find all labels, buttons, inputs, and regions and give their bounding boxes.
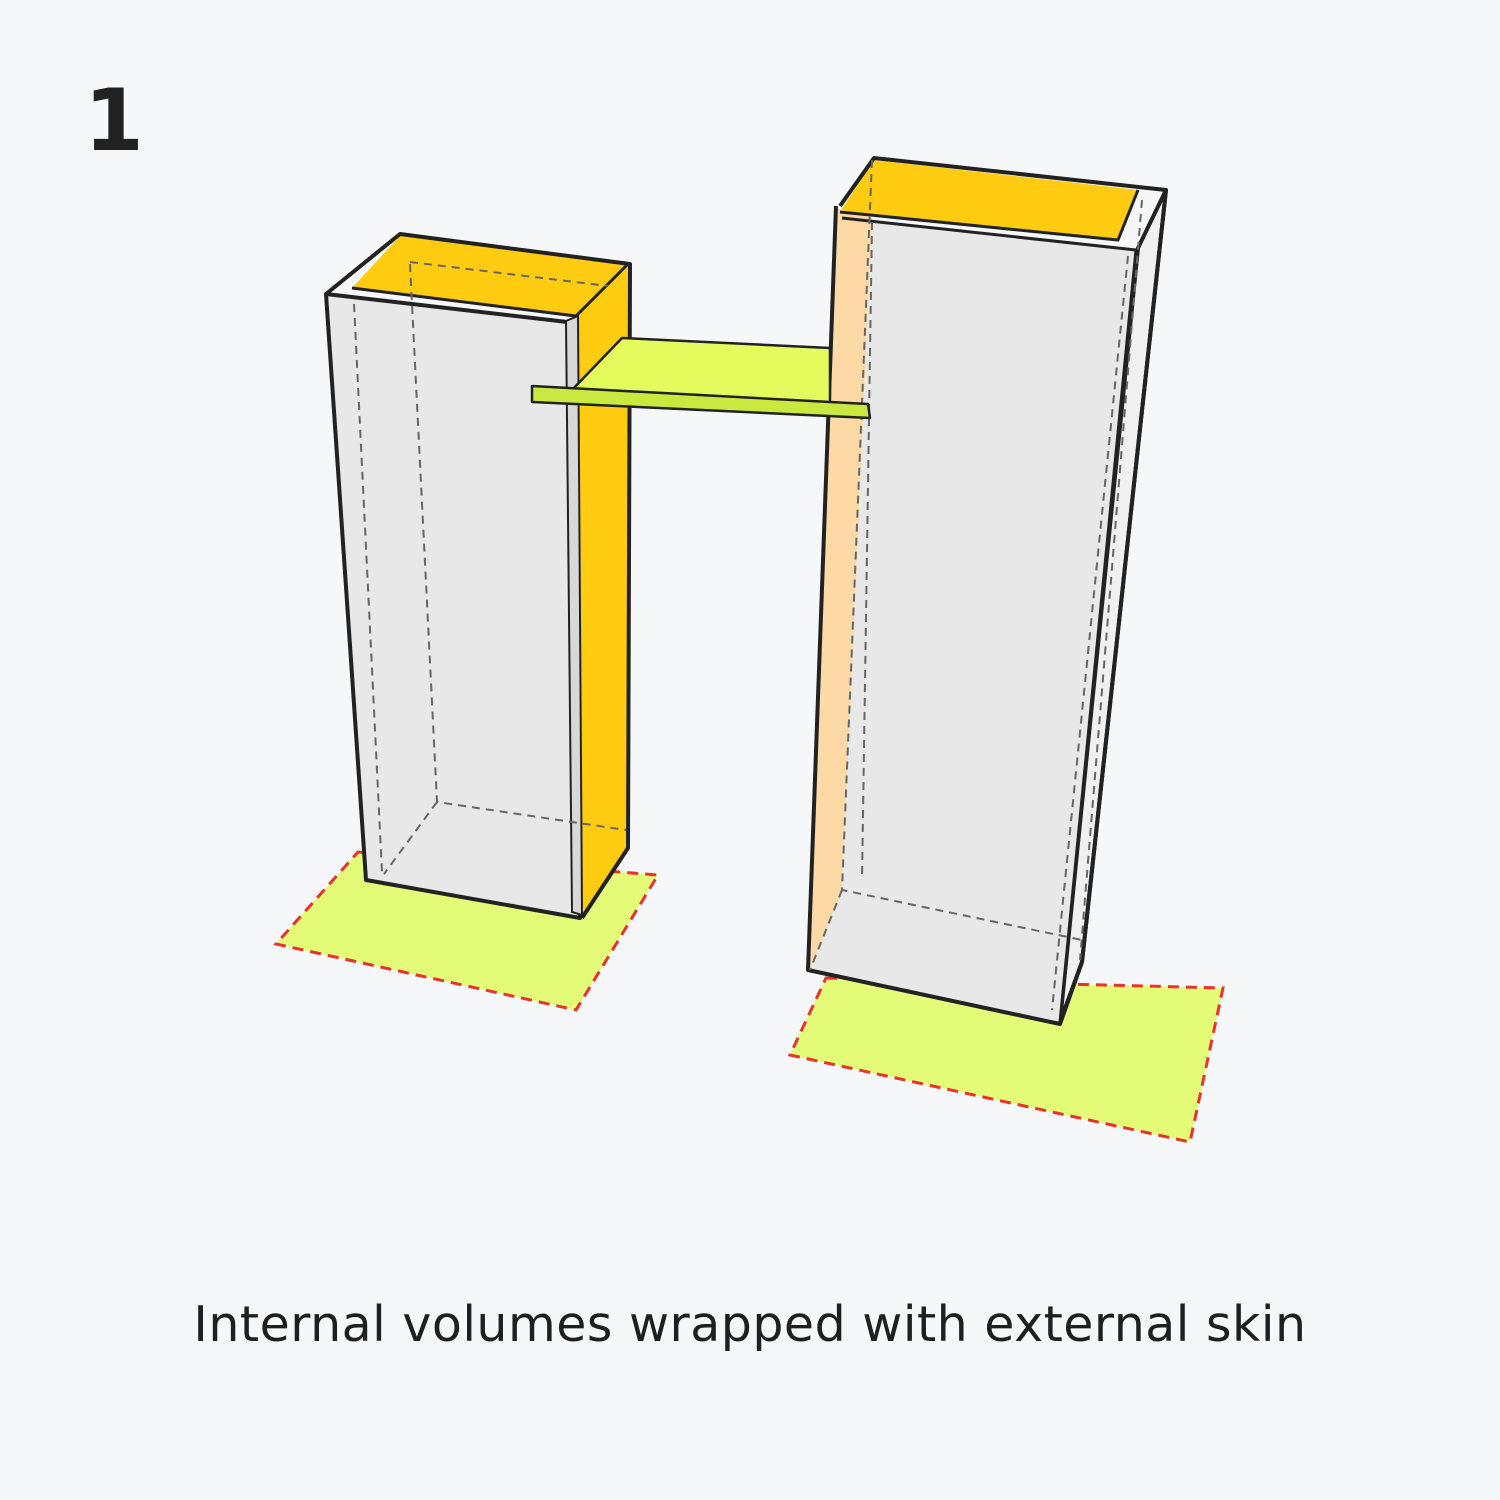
right-tower [806,156,1168,1026]
step-number: 1 [84,71,144,171]
left-tower-inner-rim [351,262,630,318]
right-footprint [787,976,1225,1144]
right-tower-side-volume [810,208,872,972]
left-tower [324,232,632,920]
diagram-caption: Internal volumes wrapped with external s… [193,1296,1307,1353]
right-tower-top-lower-rim [841,216,1137,252]
right-tower-top-inner-rim [839,189,1140,242]
connecting-bridge [530,336,872,420]
right-tower-right-edge [1058,249,1138,1023]
bridge-beam [530,384,872,420]
left-tower-skin-face [324,292,582,920]
left-tower-hidden-edges [353,261,627,875]
right-tower-outline [806,156,1168,1026]
left-tower-side-volume [576,264,630,918]
left-tower-top-rim [324,232,632,920]
right-tower-skin-face [810,220,1136,1022]
right-tower-top-volume [840,160,1138,240]
